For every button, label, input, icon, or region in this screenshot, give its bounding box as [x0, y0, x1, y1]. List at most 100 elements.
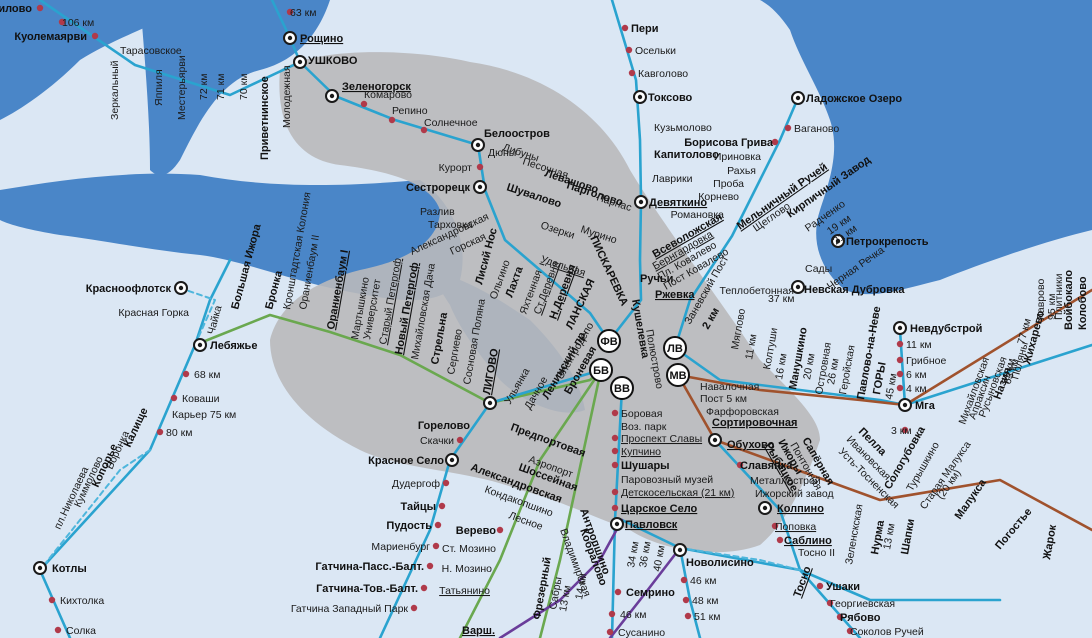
station[interactable]: Белоостров: [471, 128, 550, 152]
station[interactable]: 4 км: [896, 383, 927, 395]
station[interactable]: Красная Горка: [118, 307, 189, 319]
station[interactable]: Кузьмолово: [654, 122, 712, 134]
terminal-station[interactable]: ЛВ: [663, 336, 687, 360]
station[interactable]: Сестрорецк: [406, 180, 487, 194]
station[interactable]: Ермилово: [0, 3, 44, 15]
station[interactable]: Карьер 75 км: [172, 409, 236, 421]
station[interactable]: Павловск: [610, 517, 678, 531]
station[interactable]: Навалочная: [700, 381, 759, 393]
station[interactable]: Репино: [388, 105, 428, 124]
station[interactable]: Лаврики: [652, 173, 693, 185]
station[interactable]: Лебяжье: [193, 338, 257, 352]
station[interactable]: Осельки: [625, 45, 676, 57]
station[interactable]: Куолемаярви: [14, 31, 99, 43]
station[interactable]: Ладожское Озеро: [791, 91, 902, 105]
station[interactable]: Воз. парк: [621, 421, 667, 433]
station[interactable]: Сортировочная: [712, 417, 797, 429]
terminal-station[interactable]: ФВ: [597, 329, 621, 353]
station[interactable]: Тарасовское: [120, 45, 182, 57]
station[interactable]: Фарфоровская: [706, 406, 779, 418]
station[interactable]: Пудость: [386, 520, 442, 532]
station[interactable]: Пост 5 км: [700, 393, 747, 405]
station[interactable]: Детскосельская (21 км): [611, 487, 735, 499]
station[interactable]: Скачки: [420, 435, 464, 447]
station[interactable]: Рощино: [283, 31, 343, 45]
station[interactable]: Царское Село: [611, 503, 698, 515]
station[interactable]: Боровая: [611, 408, 663, 420]
station[interactable]: Соколов Ручей: [846, 626, 924, 638]
station[interactable]: Татьянино: [439, 585, 490, 597]
station[interactable]: Зеленогорск: [325, 81, 411, 103]
station[interactable]: Петрокрепость: [831, 234, 929, 248]
station[interactable]: 46 км: [608, 609, 647, 621]
station[interactable]: Капитолово: [654, 149, 719, 161]
station[interactable]: Георгиевская: [826, 598, 895, 610]
station[interactable]: Грибное: [896, 355, 947, 367]
station[interactable]: Н. Мозино: [442, 563, 492, 575]
station[interactable]: Романовка: [671, 209, 724, 221]
station[interactable]: Дюны: [488, 147, 516, 159]
station[interactable]: Ушаки: [816, 581, 860, 593]
station[interactable]: 3 км: [891, 425, 912, 437]
station[interactable]: 48 км: [682, 595, 719, 607]
station[interactable]: Дудергоф: [392, 478, 450, 490]
station[interactable]: Проба: [713, 178, 744, 190]
station[interactable]: Проспект Славы: [611, 433, 702, 445]
station[interactable]: Шушары: [611, 460, 670, 472]
station[interactable]: Поповка: [771, 521, 817, 533]
station[interactable]: Борисова Грива: [684, 137, 779, 149]
station[interactable]: Колпино: [758, 501, 824, 515]
station[interactable]: Пери: [621, 23, 659, 35]
station[interactable]: 80 км: [156, 427, 193, 439]
station[interactable]: Невдубстрой: [893, 321, 982, 335]
station[interactable]: Верево: [456, 525, 504, 537]
station[interactable]: Солнечное: [420, 117, 478, 134]
station[interactable]: Красное Село: [368, 453, 459, 467]
station[interactable]: Солка: [54, 625, 96, 637]
station[interactable]: Кавголово: [628, 68, 688, 80]
station[interactable]: Рябово: [836, 612, 881, 624]
station[interactable]: Девяткино: [634, 195, 707, 209]
station[interactable]: УШКОВО: [293, 55, 358, 69]
station[interactable]: Мариенбург: [371, 541, 440, 553]
station[interactable]: Комарово: [360, 89, 412, 108]
station[interactable]: 63 км: [286, 7, 317, 19]
station[interactable]: 51 км: [684, 611, 721, 623]
station[interactable]: Новолисино: [673, 543, 754, 569]
station[interactable]: Купчино: [611, 446, 661, 458]
station[interactable]: 6 км: [896, 369, 927, 381]
station[interactable]: Корнево: [698, 191, 739, 203]
station[interactable]: Гатчина Западный Парк: [291, 603, 418, 615]
station[interactable]: Мга: [898, 398, 936, 412]
station[interactable]: Саблино: [776, 535, 832, 547]
station[interactable]: Ст. Мозино: [442, 543, 496, 555]
station[interactable]: Металлострой: [750, 475, 821, 487]
station[interactable]: 106 км: [58, 17, 94, 29]
station[interactable]: Гатчина-Пасс.-Балт.: [315, 561, 434, 573]
station[interactable]: Славянка: [736, 460, 793, 472]
station[interactable]: Обухово: [708, 433, 775, 451]
station[interactable]: Кихтолка: [48, 595, 105, 607]
station[interactable]: Токсово: [633, 90, 693, 104]
station[interactable]: Ваганово: [784, 123, 840, 135]
station[interactable]: Семрино: [614, 587, 675, 599]
station[interactable]: Тайцы: [401, 501, 446, 513]
station[interactable]: Курорт: [439, 162, 484, 174]
terminal-station[interactable]: ВВ: [610, 376, 634, 400]
station[interactable]: Рахья: [727, 165, 756, 177]
station[interactable]: 46 км: [680, 575, 717, 587]
station[interactable]: Невская Дубровка: [791, 280, 905, 296]
station[interactable]: Паровозный музей: [621, 474, 713, 486]
station[interactable]: Красноофлотск: [86, 281, 188, 295]
terminal-station[interactable]: МВ: [666, 363, 690, 387]
station[interactable]: Теплобетонная: [720, 285, 794, 297]
station[interactable]: Ириновка: [714, 151, 761, 163]
station[interactable]: Горелово: [418, 396, 497, 432]
station[interactable]: Коваши: [170, 393, 220, 405]
station[interactable]: 11 км: [896, 339, 932, 351]
station[interactable]: Тосно II: [798, 547, 835, 559]
station[interactable]: Сусанино: [606, 627, 665, 638]
station[interactable]: Гатчина-Тов.-Балт.: [316, 583, 428, 595]
station[interactable]: Котлы: [33, 561, 87, 575]
station[interactable]: Ижорский завод: [755, 488, 834, 500]
